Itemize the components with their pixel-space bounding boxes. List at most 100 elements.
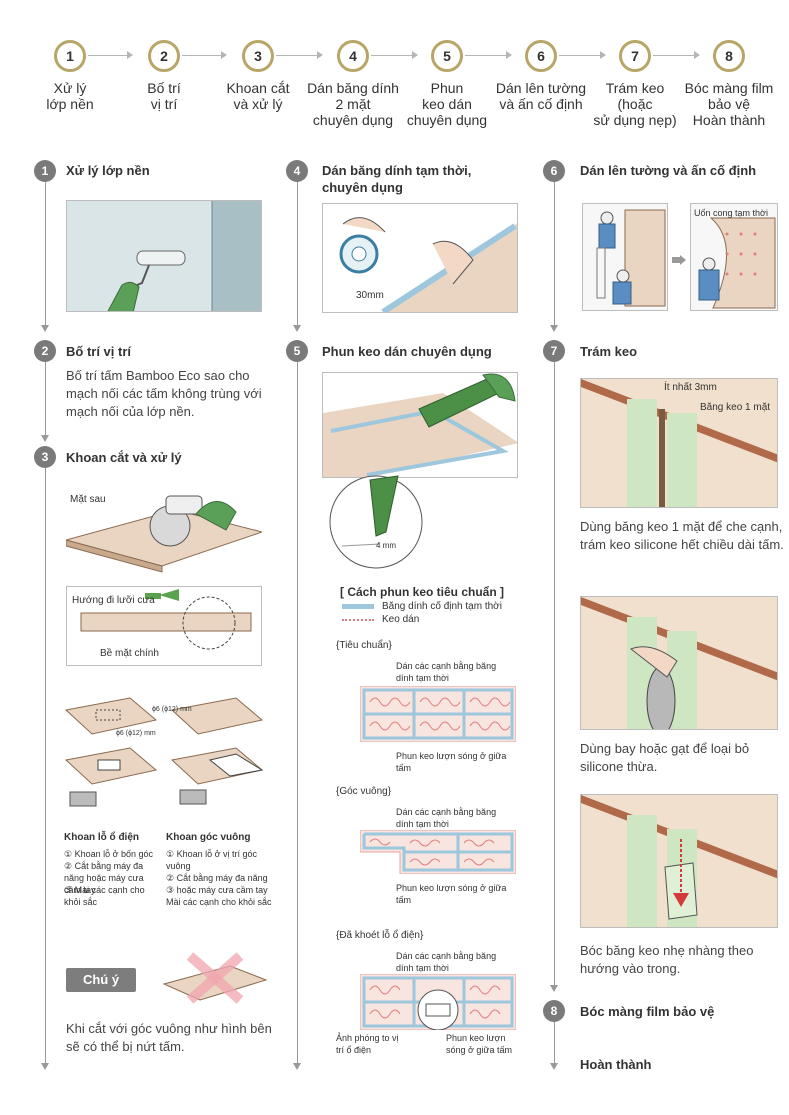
flow-line [550,362,558,992]
step-description: Dùng băng keo 1 mặt để che cạnh, trám ke… [580,519,784,552]
spatula-icon [581,597,777,729]
step-label: Xử lý lớp nền [46,80,94,112]
flow-line [550,182,558,332]
corner-step: ① Khoan lỗ ở vị trí góc vuông [166,849,258,871]
step-number: 3 [242,40,274,72]
arrow-icon [559,51,606,59]
section-number: 5 [286,340,308,362]
flow-line [550,1022,558,1070]
flow-line [41,468,49,1070]
label-back-side: Mặt sau [70,494,106,505]
curve-press-illustration [690,203,778,311]
flow-line [293,362,301,1070]
peel-arrow-icon [581,795,777,927]
section-number: 2 [34,340,56,362]
tape-application-illustration [322,203,518,313]
flow-line [293,182,301,332]
roller-icon [67,201,261,311]
step-label: Phun keo dán chuyên dụng [406,80,488,128]
dimension-label: 4 mm [376,541,396,550]
section-title: Xử lý lớp nền [66,163,150,178]
saw-cutting-illustration [66,482,262,574]
arrow-icon [182,51,227,59]
arrow-right-icon [672,252,686,265]
label-saw-direction: Hướng đi lưỡi cưa [72,595,155,606]
section-number: 8 [543,1000,565,1022]
section-title: Bố trí vị trí [66,344,132,359]
step-label: Dán lên tường và ấn cố định [495,80,587,112]
step-label: Bố trí vị trí [147,80,181,112]
step-label: Trám keo (hoặc sử dụng nẹp) [593,80,677,128]
tape-label: Băng keo 1 mặt [700,402,771,413]
dimension-label: ϕ6 (ϕ12) mm [116,730,156,737]
step-number: 7 [619,40,651,72]
dimension-label: ϕ6 (ϕ12) mm [152,706,192,713]
glue-pattern-icon [359,829,517,875]
sealant-icon [581,379,777,507]
glue-pattern-icon [359,973,517,1031]
step-number: 5 [431,40,463,72]
step-number: 6 [525,40,557,72]
hole-title: Khoan lỗ ổ điện [64,832,139,843]
note-badge: Chú ý [66,968,136,992]
worker-icon [596,209,666,307]
method-title: [ Cách phun keo tiêu chuẩn ] [340,585,505,599]
step-description: Bóc băng keo nhẹ nhàng theo hướng vào tr… [580,943,754,976]
arrow-icon [371,51,418,59]
case-top-label: Dán các cạnh bằng băng dính tạm thời [396,807,497,829]
arrow-icon [465,51,512,59]
step-label: Bóc màng film bảo vệ Hoàn thành [684,80,774,128]
crack-icon [162,952,268,1004]
hole-step: ③ Mài các cạnh cho khỏi sắc [64,885,145,907]
section-title: Trám keo [580,344,638,359]
legend-glue-swatch [342,619,374,622]
case-bottom-label: Phun keo lượn sóng ở giữa tấm [396,883,507,905]
arrow-icon [276,51,323,59]
section-title: Dán băng dính tạm thời, chuyên dụng [322,163,472,195]
section-title: Khoan cắt và xử lý [66,450,182,465]
glue-gun-illustration [322,372,518,478]
tape-roll-icon [339,217,517,312]
section-title: Bóc màng film bảo vệ [580,1004,715,1019]
glue-pattern-standard [359,685,517,743]
case-title: {Góc vuông} [336,786,392,797]
hole-step: ② Cắt bằng máy đa năng hoặc máy cưa cầm … [64,861,144,895]
label-main-face: Bề mặt chính [100,648,159,659]
nozzle-zoom-illustration [326,472,426,572]
wall-roller-illustration [66,200,262,312]
corner-step: ② Cắt bằng máy đa năng [166,873,268,883]
case-title: {Đã khoét lỗ ổ điện} [336,930,424,941]
step-number: 4 [337,40,369,72]
circular-saw-icon [66,495,262,573]
glue-pattern-icon [359,685,517,743]
legend-tape-label: Băng dính cố định tạm thời [382,601,502,612]
glue-tube-icon [323,373,517,477]
case-bottom-left-label: Ảnh phóng to vị trí ổ điện [336,1033,399,1055]
glue-pattern-corner [359,829,517,875]
legend-glue-label: Keo dán [382,614,420,625]
saw-direction-illustration [66,586,262,666]
curve-label: Uốn cong tạm thời [694,208,768,218]
glue-pattern-outlet [359,973,517,1031]
section-title: Dán lên tường và ấn cố định [580,163,757,178]
min-width-label: Ít nhất 3mm [664,382,717,393]
note-text: Khi cắt với góc vuông như hình bên sẽ có… [66,1021,272,1054]
saw-blade-icon [80,589,252,650]
case-top-label: Dán các cạnh bằng băng dính tạm thời [396,951,497,973]
flow-line [41,182,49,332]
step-label: Dán băng dính 2 mặt chuyên dụng [307,80,399,128]
section-number: 3 [34,446,56,468]
crack-warning-illustration [160,946,270,1006]
cutout-icon [64,697,264,807]
section-number: 6 [543,160,565,182]
step-description: Dùng bay hoặc gạt để loại bỏ silicone th… [580,741,750,774]
